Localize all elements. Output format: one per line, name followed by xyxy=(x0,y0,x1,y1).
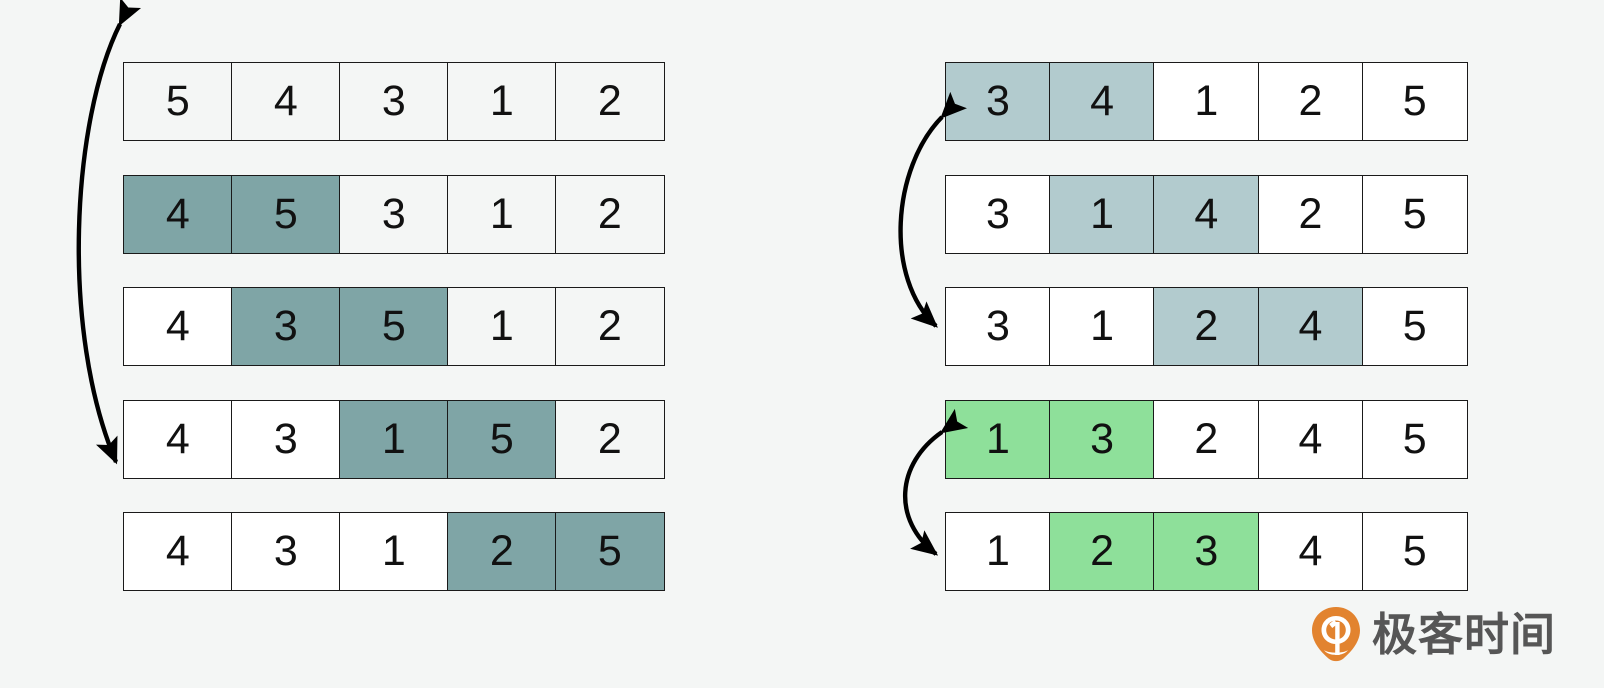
array-cell: 4 xyxy=(1049,62,1155,141)
array-cell: 3 xyxy=(1049,399,1155,479)
array-cell: 2 xyxy=(555,62,665,141)
array-cell: 3 xyxy=(945,287,1051,367)
array-cell: 1 xyxy=(1153,62,1260,141)
array-cell: 5 xyxy=(1361,512,1468,592)
array-cell: 4 xyxy=(1257,512,1364,592)
array-cell: 3 xyxy=(339,62,449,141)
array-cell: 4 xyxy=(1257,287,1364,367)
array-cell: 3 xyxy=(945,62,1051,141)
array-cell: 5 xyxy=(339,287,449,367)
left-span-arrow xyxy=(76,0,142,465)
array-cell: 3 xyxy=(945,174,1051,254)
array-cell: 1 xyxy=(1049,174,1155,254)
array-cell: 2 xyxy=(1153,287,1260,367)
geektime-logo-text: 极客时间 xyxy=(1372,607,1557,661)
array-cell: 4 xyxy=(123,399,233,479)
array-cell: 4 xyxy=(123,287,233,367)
array-cell: 1 xyxy=(339,512,449,592)
array-cell: 4 xyxy=(123,512,233,592)
array-cell: 1 xyxy=(945,399,1051,479)
array-cell: 1 xyxy=(339,399,449,479)
array-cell: 4 xyxy=(231,62,341,141)
array-cell: 5 xyxy=(1361,399,1468,479)
array-cell: 2 xyxy=(555,174,665,254)
array-cell: 5 xyxy=(123,62,233,141)
array-cell: 5 xyxy=(447,399,557,479)
array-cell: 2 xyxy=(1257,62,1364,141)
right-lower-span-arrow xyxy=(902,408,969,556)
array-cell: 3 xyxy=(1153,512,1260,592)
array-cell: 2 xyxy=(555,399,665,479)
array-cell: 5 xyxy=(1361,174,1468,254)
array-cell: 3 xyxy=(339,174,449,254)
array-cell: 1 xyxy=(1049,287,1155,367)
array-cell: 2 xyxy=(447,512,557,592)
array-cell: 2 xyxy=(1049,512,1155,592)
array-cell: 5 xyxy=(1361,287,1468,367)
array-cell: 5 xyxy=(231,174,341,254)
geektime-logo: 极客时间 xyxy=(1310,606,1556,662)
array-cell: 3 xyxy=(231,287,341,367)
geektime-pin-icon xyxy=(1310,606,1362,662)
right-upper-span-arrow xyxy=(898,91,967,328)
array-cell: 1 xyxy=(447,287,557,367)
array-cell: 5 xyxy=(1361,62,1468,141)
array-cell: 4 xyxy=(1153,174,1260,254)
array-cell: 1 xyxy=(447,62,557,141)
array-cell: 1 xyxy=(447,174,557,254)
array-cell: 4 xyxy=(1257,399,1364,479)
array-cell: 1 xyxy=(945,512,1051,592)
array-cell: 2 xyxy=(1257,174,1364,254)
array-cell: 2 xyxy=(555,287,665,367)
array-cell: 2 xyxy=(1153,399,1260,479)
array-cell: 3 xyxy=(231,399,341,479)
array-cell: 3 xyxy=(231,512,341,592)
array-cell: 4 xyxy=(123,174,233,254)
array-cell: 5 xyxy=(555,512,665,592)
